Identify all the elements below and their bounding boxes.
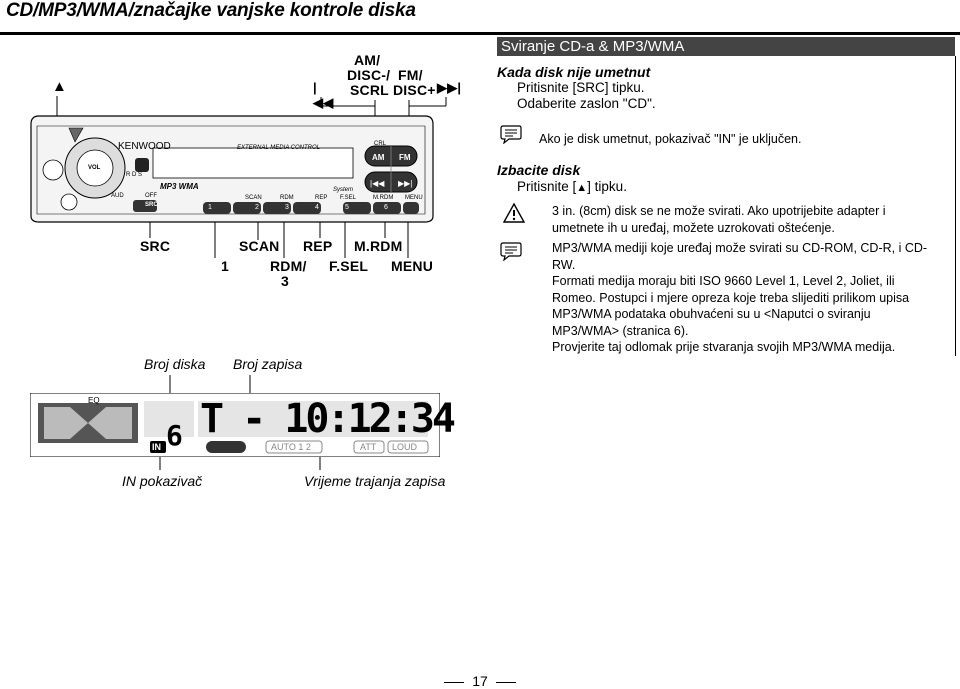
device-aud: AUD bbox=[111, 193, 124, 199]
next-symbol: ▶▶| bbox=[437, 80, 462, 95]
device-brand: KENWOOD bbox=[118, 141, 171, 152]
caption-track-number: Broj zapisa bbox=[233, 356, 303, 372]
label-1: 1 bbox=[221, 258, 229, 274]
lcd-display bbox=[30, 393, 440, 457]
warning-line-1: 3 in. (8cm) disk se ne može svirati. Ako… bbox=[552, 204, 886, 218]
warning-line-2: umetnete ih u uređaj, možete uzrokovati … bbox=[552, 221, 835, 235]
device-btn-5[interactable]: 5 bbox=[345, 204, 349, 211]
section-right-rule bbox=[955, 56, 956, 356]
eject-icon: ▲ bbox=[576, 182, 588, 194]
fm-label-1: FM/ bbox=[398, 67, 423, 83]
device-vol: VOL bbox=[88, 165, 101, 171]
label-3: 3 bbox=[281, 273, 289, 289]
lcd-att: ATT bbox=[360, 442, 377, 452]
note-2-line-2: RW. bbox=[552, 258, 576, 272]
page-title: CD/MP3/WMA/značajke vanjske kontrole dis… bbox=[6, 0, 416, 21]
device-prev-button[interactable]: |◀◀ bbox=[370, 179, 385, 188]
device-mp3wma: MP3 WMA bbox=[160, 182, 199, 191]
note-2-line-3: Formati medija moraju biti ISO 9660 Leve… bbox=[552, 274, 895, 288]
eject-step: Pritisnite [▲] tipku. bbox=[517, 179, 627, 194]
device-rep: REP bbox=[315, 195, 328, 201]
device-rds: R D S bbox=[126, 172, 143, 178]
device-rdm: RDM bbox=[280, 195, 294, 201]
eject-step-pre: Pritisnite [ bbox=[517, 179, 577, 194]
label-mrdm: M.RDM bbox=[354, 238, 403, 254]
device-btn-6[interactable]: 6 bbox=[384, 204, 388, 211]
caption-track-time: Vrijeme trajanja zapisa bbox=[304, 473, 446, 489]
label-menu: MENU bbox=[391, 258, 434, 274]
device-src-button[interactable]: SRC bbox=[145, 202, 158, 208]
lcd-loud: LOUD bbox=[392, 442, 418, 452]
am-label-2: DISC-/ bbox=[347, 67, 391, 83]
lcd-auto: AUTO 1 2 bbox=[271, 442, 311, 452]
lcd-time: T - 10:12:34 bbox=[200, 396, 456, 442]
eject-step-post: ] tipku. bbox=[587, 179, 627, 194]
note-2-line-6: MP3/WMA> (stranica 6). bbox=[552, 324, 689, 338]
lcd-in-indicator: IN bbox=[152, 442, 161, 452]
device-am-button[interactable]: AM bbox=[372, 153, 385, 162]
label-src: SRC bbox=[140, 238, 171, 254]
section-title: Sviranje CD-a & MP3/WMA bbox=[497, 37, 955, 56]
label-fsel: F.SEL bbox=[329, 258, 369, 274]
device-btn-3[interactable]: 3 bbox=[285, 204, 289, 211]
no-disc-heading: Kada disk nije umetnut bbox=[497, 64, 651, 80]
am-label-1: AM/ bbox=[354, 52, 381, 68]
fm-label-2: DISC+ bbox=[393, 82, 436, 98]
caption-in-indicator: IN pokazivač bbox=[122, 473, 203, 489]
page-number-value: 17 bbox=[472, 673, 488, 689]
device-off: OFF bbox=[145, 193, 157, 199]
device-menu: MENU bbox=[405, 195, 423, 201]
eject-symbol: ▲ bbox=[52, 78, 68, 95]
device-scan: SCAN bbox=[245, 195, 262, 201]
caption-disc-number: Broj diska bbox=[144, 356, 206, 372]
note-icon-2 bbox=[500, 242, 522, 261]
title-rule bbox=[0, 32, 960, 35]
note-2-line-5: MP3/WMA podataka obuhvaćeni su u <Naputc… bbox=[552, 307, 871, 321]
device-fm-button[interactable]: FM bbox=[399, 153, 411, 162]
device-mrdm: M.RDM bbox=[373, 195, 394, 201]
device-btn-1[interactable]: 1 bbox=[208, 204, 212, 211]
note-2-line-1: MP3/WMA mediji koje uređaj može svirati … bbox=[552, 241, 928, 255]
note-2-line-4: Romeo. Postupci i mjere opreza koje treb… bbox=[552, 291, 910, 305]
device-external-media: EXTERNAL MEDIA CONTROL bbox=[237, 145, 321, 151]
lcd-disc-digit: 6 bbox=[166, 419, 183, 452]
warning-icon bbox=[503, 203, 525, 223]
device-btn-4[interactable]: 4 bbox=[315, 204, 319, 211]
device-btn-2[interactable]: 2 bbox=[255, 204, 259, 211]
label-scan: SCAN bbox=[239, 238, 280, 254]
am-label-3: SCRL bbox=[350, 82, 389, 98]
note-icon-1 bbox=[500, 125, 522, 144]
device-fsel: F.SEL bbox=[340, 195, 357, 201]
label-rep: REP bbox=[303, 238, 333, 254]
lcd-eq: EQ bbox=[88, 396, 100, 405]
device-clk: CRL bbox=[374, 141, 387, 147]
label-rdm: RDM/ bbox=[270, 258, 307, 274]
no-disc-step-1: Pritisnite [SRC] tipku. bbox=[517, 80, 645, 95]
device-next-button[interactable]: ▶▶| bbox=[398, 179, 413, 188]
device-system: System bbox=[333, 187, 354, 193]
note-2-line-7: Provjerite taj odlomak prije stvaranja s… bbox=[552, 340, 896, 354]
page-number: 17 bbox=[0, 673, 960, 689]
car-stereo-faceplate bbox=[30, 115, 434, 223]
eject-heading: Izbacite disk bbox=[497, 162, 581, 178]
no-disc-step-2: Odaberite zaslon "CD". bbox=[517, 96, 656, 111]
note-1-text: Ako je disk umetnut, pokazivač "IN" je u… bbox=[539, 132, 802, 146]
